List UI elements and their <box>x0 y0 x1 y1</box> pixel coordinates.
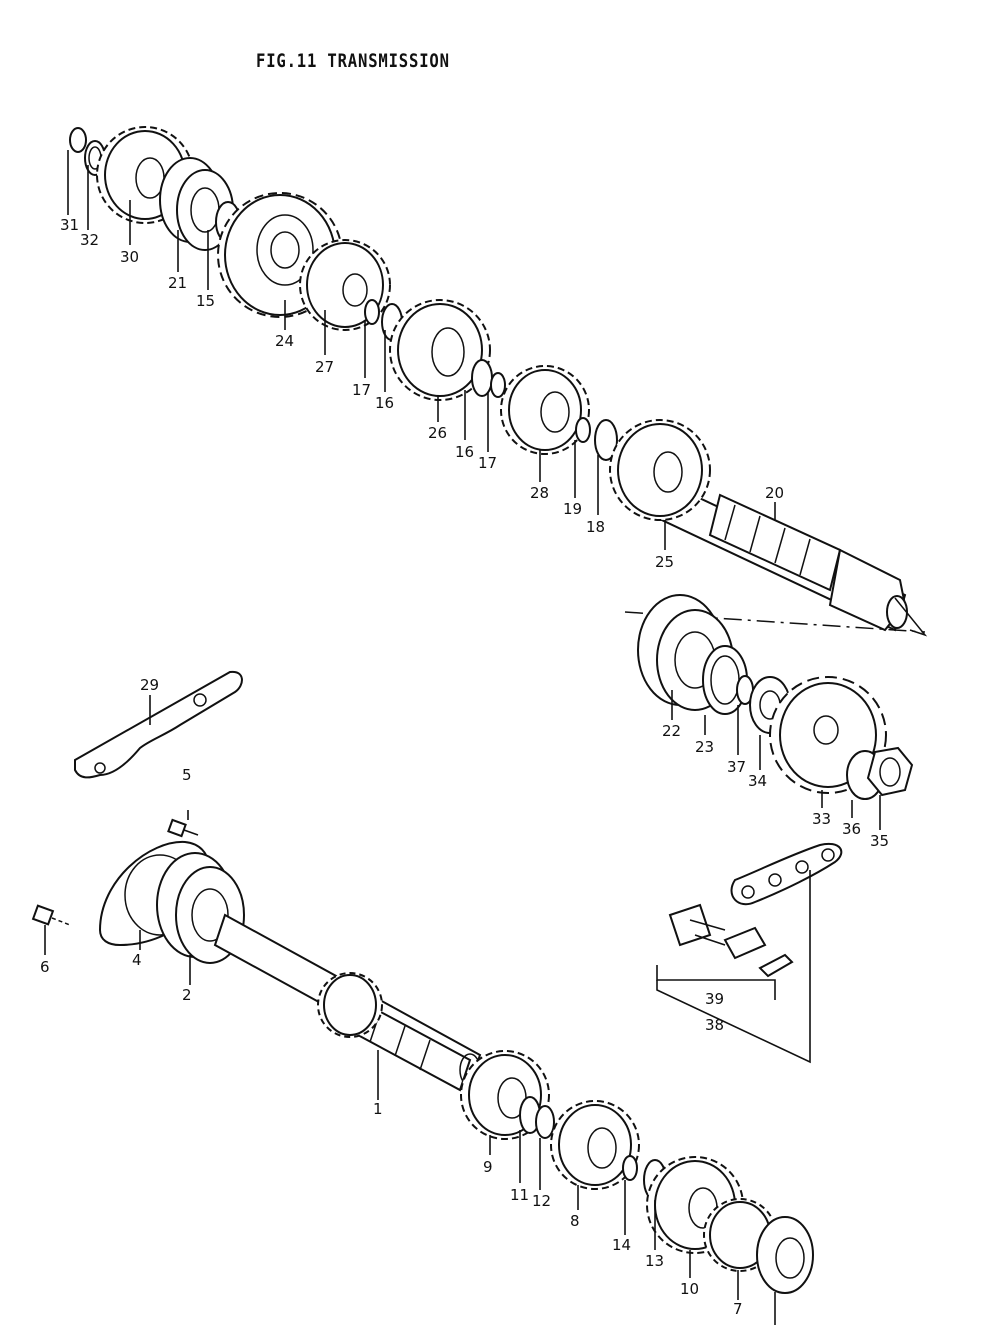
callout-5: 5 <box>182 766 192 784</box>
upper-leaders <box>67 150 776 550</box>
callout-15: 15 <box>196 292 215 310</box>
callout-14: 14 <box>612 1236 631 1254</box>
plate-29 <box>74 670 243 779</box>
callout-13: 13 <box>645 1252 664 1270</box>
countershaft <box>628 468 928 637</box>
callout-19: 19 <box>563 500 582 518</box>
nut-35 <box>866 746 914 797</box>
callout-27: 27 <box>315 358 334 376</box>
callout-33: 33 <box>812 810 831 828</box>
callout-37: 37 <box>727 758 746 776</box>
callout-29: 29 <box>140 676 159 694</box>
callout-21: 21 <box>168 274 187 292</box>
callout-10: 10 <box>680 1280 699 1298</box>
drive-shaft-1 <box>213 913 482 1092</box>
callout-7: 7 <box>733 1300 743 1318</box>
circlip-17 <box>364 299 380 325</box>
chain-joint-39 <box>668 903 794 978</box>
circlip-31 <box>69 127 87 153</box>
lower-leaders <box>44 810 739 1300</box>
callout-12: 12 <box>532 1192 551 1210</box>
callout-34: 34 <box>748 772 767 790</box>
callout-17-b: 17 <box>478 454 497 472</box>
callout-labels: 31 32 30 21 15 24 27 17 16 26 16 17 28 1… <box>40 216 889 1318</box>
callout-18: 18 <box>586 518 605 536</box>
chain-leaders <box>656 870 811 1064</box>
gear-25 <box>609 419 711 521</box>
washer-18 <box>594 419 618 461</box>
callout-2: 2 <box>182 986 192 1004</box>
callout-20: 20 <box>765 484 784 502</box>
circlip-19 <box>575 417 591 443</box>
callout-28: 28 <box>530 484 549 502</box>
washer-16-b <box>471 359 493 397</box>
gear-28 <box>500 365 590 455</box>
callout-26: 26 <box>428 424 447 442</box>
callout-9: 9 <box>483 1158 493 1176</box>
drive-chain-38 <box>730 842 843 906</box>
callout-31: 31 <box>60 216 79 234</box>
sprocket-leaders <box>671 690 881 830</box>
gear-8 <box>550 1100 640 1190</box>
callout-36: 36 <box>842 820 861 838</box>
callout-22: 22 <box>662 722 681 740</box>
gear-26 <box>389 299 491 401</box>
callout-16-b: 16 <box>455 443 474 461</box>
callout-38: 38 <box>705 1016 724 1034</box>
callout-11: 11 <box>510 1186 529 1204</box>
callout-23: 23 <box>695 738 714 756</box>
screw-6 <box>31 904 71 926</box>
circlip-17-b <box>490 372 506 398</box>
callout-32: 32 <box>80 231 99 249</box>
bearing-end <box>756 1216 814 1325</box>
callout-39: 39 <box>705 990 724 1008</box>
callout-16-a: 16 <box>375 394 394 412</box>
figure-title: FIG.11 TRANSMISSION <box>256 50 450 72</box>
bushing-12 <box>535 1105 555 1139</box>
callout-30: 30 <box>120 248 139 266</box>
callout-24: 24 <box>275 332 294 350</box>
callout-1: 1 <box>373 1100 383 1118</box>
callout-4: 4 <box>132 951 142 969</box>
callout-25: 25 <box>655 553 674 571</box>
callout-17-a: 17 <box>352 381 371 399</box>
callout-8: 8 <box>570 1212 580 1230</box>
circlip-14 <box>622 1155 638 1181</box>
bearing-21 <box>159 157 234 251</box>
screw-5 <box>167 818 199 838</box>
callout-35: 35 <box>870 832 889 850</box>
callout-6: 6 <box>40 958 50 976</box>
